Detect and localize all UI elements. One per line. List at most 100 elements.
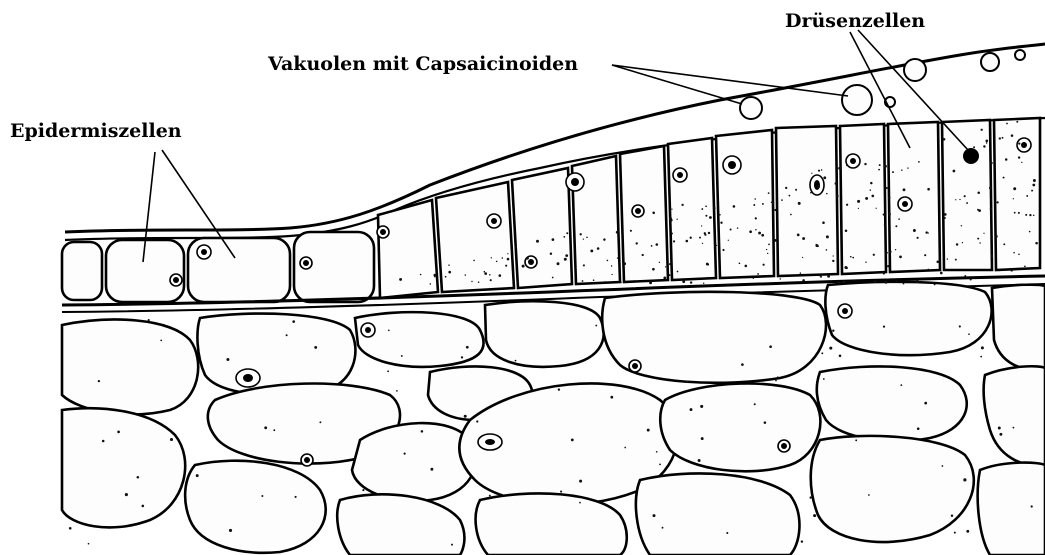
speckle — [571, 438, 574, 441]
speckle — [713, 207, 716, 210]
speckle — [826, 235, 829, 238]
speckle — [836, 195, 839, 198]
speckle — [677, 219, 678, 220]
speckle — [441, 284, 442, 285]
speckle — [670, 263, 671, 264]
speckle — [817, 245, 819, 247]
speckle — [955, 259, 957, 261]
speckle — [705, 205, 707, 207]
speckle — [620, 282, 621, 283]
speckle — [505, 265, 507, 267]
speckle — [983, 145, 985, 147]
speckle — [507, 258, 510, 261]
speckle — [901, 169, 903, 171]
speckle — [942, 465, 944, 467]
speckle — [956, 243, 958, 245]
speckle — [607, 260, 609, 262]
speckle — [826, 249, 828, 251]
speckle — [261, 495, 263, 497]
speckle — [810, 192, 812, 194]
speckle — [1029, 231, 1031, 233]
speckle — [473, 260, 475, 262]
speckle — [603, 238, 605, 240]
speckle — [226, 358, 229, 361]
speckle — [801, 540, 803, 542]
speckle — [947, 258, 948, 259]
speckle — [766, 249, 767, 250]
speckle — [656, 451, 658, 453]
speckle — [943, 138, 946, 141]
speckle — [868, 494, 870, 496]
speckle — [790, 214, 792, 216]
speckle — [229, 529, 232, 532]
speckle — [962, 242, 963, 243]
speckle — [822, 221, 825, 224]
speckle — [802, 279, 805, 282]
speckle — [526, 257, 529, 260]
speckle — [774, 239, 777, 242]
speckle — [478, 281, 480, 283]
speckle — [671, 232, 673, 234]
speckle — [821, 169, 823, 171]
speckle — [703, 283, 704, 284]
speckle — [818, 170, 820, 172]
speckle — [990, 162, 993, 165]
speckle — [319, 421, 321, 423]
speckle — [1033, 215, 1034, 216]
speckle — [963, 478, 966, 481]
speckle — [484, 272, 487, 275]
speckle — [755, 217, 757, 219]
speckle — [900, 384, 902, 386]
speckle — [835, 182, 838, 185]
speckle — [565, 254, 568, 257]
speckle — [515, 360, 517, 362]
speckle — [701, 225, 702, 226]
speckle — [924, 402, 927, 405]
speckle — [445, 276, 447, 278]
speckle — [451, 544, 453, 546]
speckle — [466, 346, 469, 349]
speckle — [517, 281, 519, 283]
vacuoles — [740, 50, 1025, 119]
speckle — [642, 254, 644, 256]
speckle — [593, 279, 595, 281]
speckle — [671, 208, 672, 209]
speckle — [701, 208, 703, 210]
speckle — [489, 274, 491, 276]
speckle — [753, 204, 755, 206]
speckle — [816, 244, 817, 245]
speckle — [160, 340, 162, 342]
speckle — [579, 480, 582, 483]
speckle — [876, 208, 877, 209]
speckle — [999, 137, 1001, 139]
speckle — [951, 514, 953, 516]
speckle — [550, 252, 552, 254]
speckle — [839, 355, 842, 358]
speckle — [1024, 265, 1026, 267]
speckle — [1002, 137, 1004, 139]
speckle — [874, 280, 877, 283]
speckle — [864, 163, 866, 165]
speckle — [564, 258, 567, 261]
speckle — [870, 182, 872, 184]
speckle — [879, 164, 881, 166]
speckle — [399, 278, 402, 281]
speckle — [820, 276, 822, 278]
speckle — [69, 527, 72, 530]
speckle — [552, 277, 554, 279]
speckle — [1029, 214, 1031, 216]
speckle — [903, 283, 905, 285]
speckle — [821, 352, 823, 354]
speckle — [507, 253, 508, 254]
speckle — [846, 164, 848, 166]
speckle — [763, 264, 765, 266]
speckle — [739, 262, 741, 264]
speckle — [954, 532, 956, 534]
speckle — [916, 280, 919, 283]
speckle — [98, 380, 100, 382]
speckle — [720, 222, 722, 224]
speckle — [917, 427, 920, 430]
speckle — [560, 491, 562, 493]
speckle — [846, 204, 848, 206]
